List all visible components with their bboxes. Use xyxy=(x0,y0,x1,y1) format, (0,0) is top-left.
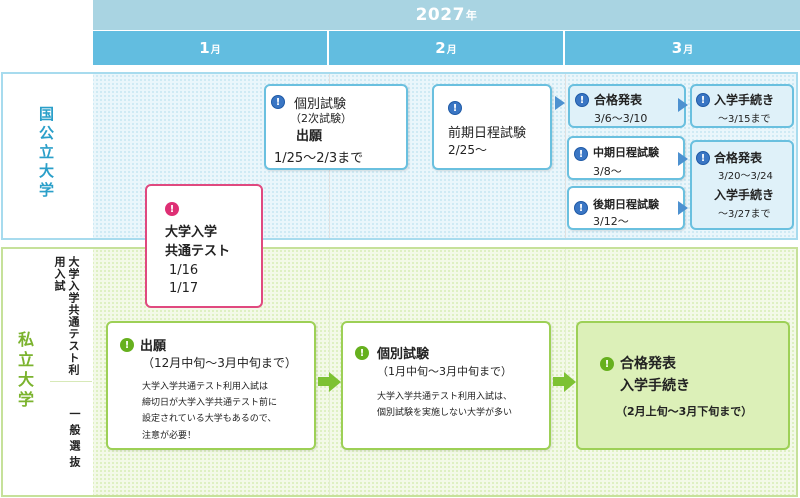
common-test-subtitle: 大学入学共通テスト利用入試 xyxy=(53,256,80,376)
box-title: 出願 xyxy=(296,129,323,144)
box-note: 大学入学共通テスト利用入試は xyxy=(142,382,269,392)
box-date: 3/6～3/10 xyxy=(594,112,648,125)
common-test-box: ! 大学入学 共通テスト 1/16 1/17 xyxy=(145,184,263,308)
month-unit: 月 xyxy=(210,44,221,56)
arrow-right-icon xyxy=(329,372,341,392)
year-number: 2027 xyxy=(415,5,465,25)
month-number: 1 xyxy=(199,39,210,57)
subsection-divider xyxy=(50,381,92,382)
box-note: 個別試験を実施しない大学が多い xyxy=(377,408,513,418)
box-subtitle: （2次試験） xyxy=(290,112,352,125)
enrollment-box: ! 入学手続き ～3/15まで xyxy=(690,84,794,128)
box-title: 合格発表 xyxy=(620,356,676,372)
box-title: 共通テスト xyxy=(165,244,231,259)
alert-icon: ! xyxy=(355,346,369,360)
arrow-right-icon xyxy=(678,98,688,112)
arrow-right-icon xyxy=(555,96,565,110)
box-date: ～3/15まで xyxy=(718,114,771,125)
box-title: 後期日程試験 xyxy=(593,198,659,211)
box-title: 中期日程試験 xyxy=(593,146,659,159)
alert-icon: ! xyxy=(271,95,285,109)
month-unit: 月 xyxy=(446,44,457,56)
box-note: 設定されている大学もあるので、 xyxy=(142,414,277,424)
arrow-right-icon xyxy=(318,377,330,386)
alert-icon: ! xyxy=(120,338,134,352)
private-title: 私立大学 xyxy=(15,331,34,411)
box-title: 合格発表 xyxy=(594,93,643,107)
arrow-right-icon xyxy=(678,201,688,215)
box-title: 入学手続き xyxy=(714,93,775,107)
month-unit: 月 xyxy=(683,44,694,56)
alert-icon: ! xyxy=(600,357,614,371)
box-title: 入学手続き xyxy=(714,188,775,202)
box-period: （2月上旬～3月下旬まで） xyxy=(616,405,753,418)
box-date: 1/16 xyxy=(169,263,199,278)
private-label-column xyxy=(1,247,93,497)
general-selection-subtitle: 一般選抜 xyxy=(68,408,81,472)
box-period: （12月中旬～3月中旬まで） xyxy=(142,356,297,370)
box-period: （1月中旬～3月中旬まで） xyxy=(377,365,512,378)
private-pass-enrollment-box: ! 合格発表 入学手続き （2月上旬～3月下旬まで） xyxy=(576,321,790,450)
year-unit: 年 xyxy=(465,9,478,22)
arrow-right-icon xyxy=(678,152,688,166)
box-date: 2/25～ xyxy=(448,143,487,157)
box-title: 合格発表 xyxy=(714,151,763,165)
pass-announcement-box: ! 合格発表 3/6～3/10 xyxy=(568,84,686,128)
national-title: 国公立大学 xyxy=(37,106,55,201)
box-date: 1/17 xyxy=(169,281,199,296)
box-title: 個別試験 xyxy=(377,347,430,362)
box-title: 個別試験 xyxy=(294,97,347,112)
alert-icon: ! xyxy=(165,202,179,216)
early-exam-box: ! 前期日程試験 2/25～ xyxy=(432,84,552,170)
month-number: 3 xyxy=(671,39,683,57)
national-label-column xyxy=(1,72,93,240)
box-date: 3/12～ xyxy=(593,215,629,228)
box-date: 3/20～3/24 xyxy=(718,171,773,182)
box-date: 3/8～ xyxy=(593,165,622,178)
middle-exam-box: ! 中期日程試験 3/8～ xyxy=(567,136,685,180)
box-title: 入学手続き xyxy=(620,378,690,394)
late-exam-box: ! 後期日程試験 3/12～ xyxy=(567,186,685,230)
arrow-right-icon xyxy=(553,377,565,386)
separator xyxy=(565,74,566,238)
box-date: 1/25～2/3まで xyxy=(274,151,364,166)
pass-enrollment-box: ! 合格発表 3/20～3/24 入学手続き ～3/27まで xyxy=(690,140,794,230)
alert-icon: ! xyxy=(448,101,462,115)
box-date: ～3/27まで xyxy=(718,209,771,220)
alert-icon: ! xyxy=(696,151,710,165)
alert-icon: ! xyxy=(574,147,588,161)
private-exam-box: ! 個別試験 （1月中旬～3月中旬まで） 大学入学共通テスト利用入試は、 個別試… xyxy=(341,321,551,450)
private-application-box: ! 出願 （12月中旬～3月中旬まで） 大学入学共通テスト利用入試は 締切日が大… xyxy=(106,321,316,450)
box-note: 注意が必要！ xyxy=(142,431,197,441)
box-title: 大学入学 xyxy=(165,225,218,240)
box-note: 大学入学共通テスト利用入試は、 xyxy=(377,392,513,402)
box-title: 前期日程試験 xyxy=(448,126,527,141)
month-number: 2 xyxy=(435,39,446,57)
box-note: 締切日が大学入学共通テスト前に xyxy=(142,398,278,408)
alert-icon: ! xyxy=(575,93,589,107)
box-title: 出願 xyxy=(140,339,167,354)
alert-icon: ! xyxy=(696,93,710,107)
national-application-box: ! 個別試験 （2次試験） 出願 1/25～2/3まで xyxy=(264,84,408,170)
arrow-right-icon xyxy=(564,372,576,392)
alert-icon: ! xyxy=(574,201,588,215)
